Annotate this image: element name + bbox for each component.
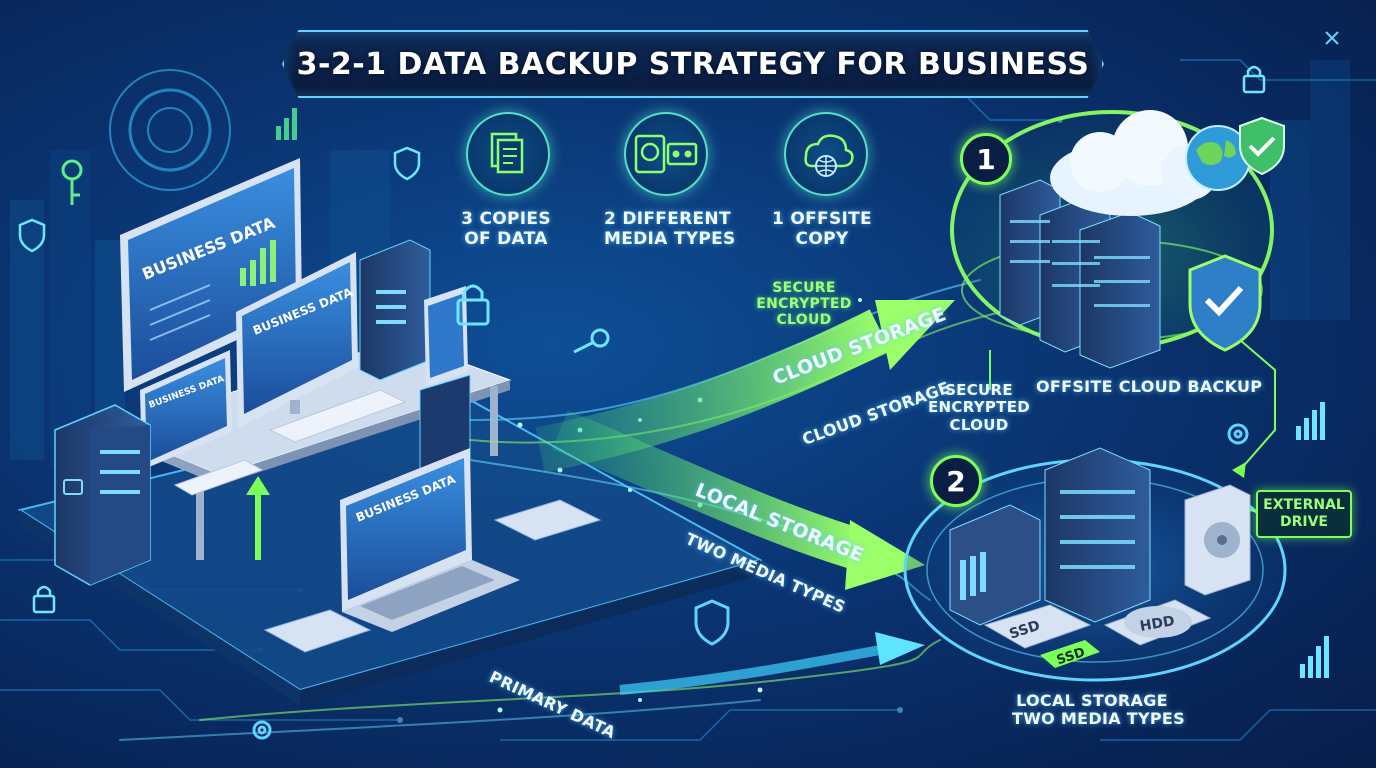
bar-chart-icon-bottom	[1300, 636, 1329, 678]
small-keyboard	[173, 459, 264, 496]
lock-icon-center	[456, 284, 490, 326]
feature-label-1: 3 COPIES OF DATA	[461, 209, 551, 249]
keyboard	[268, 389, 407, 443]
key-icon-left	[61, 159, 83, 205]
floor-server	[54, 404, 151, 586]
primary-data-arrow-body	[619, 645, 881, 695]
lock-icon-right	[1242, 65, 1266, 94]
external-drive-tag: EXTERNAL DRIVE	[1256, 490, 1352, 538]
local-storage-label: LOCAL STORAGE TWO MEDIA TYPES	[1012, 691, 1185, 729]
offsite-cloud-backup-label: OFFSITE CLOUD BACKUP	[1036, 377, 1263, 396]
secure-cloud-label-top: SECURE ENCRYPTED CLOUD	[756, 280, 852, 329]
documents-icon	[466, 112, 550, 196]
cloud-globe-icon	[784, 112, 868, 196]
badge-local: 2	[930, 455, 982, 507]
local-storage-arrow-body	[552, 410, 867, 571]
mid-monitor: BUSINESS DATA	[236, 252, 358, 428]
lock-icon-left	[32, 585, 56, 614]
server-rack	[1044, 447, 1151, 623]
desk-tower	[359, 239, 431, 381]
hard-drive-tape-icon	[624, 112, 708, 196]
local-storage-arrow-head	[845, 520, 925, 590]
laptop: BUSINESS DATA	[340, 448, 520, 632]
key-icon	[573, 328, 610, 354]
cloud-icon	[1050, 110, 1218, 216]
shield-icon-floor	[694, 599, 730, 646]
cloud-storage-arrow-head	[875, 300, 955, 370]
bar-chart-icon	[1296, 402, 1325, 440]
cloud-servers	[999, 179, 1161, 369]
bar-chart-icon-top	[276, 108, 297, 140]
title-banner: 3-2-1 DATA BACKUP STRATEGY FOR BUSINESS	[282, 30, 1104, 98]
ssd-disk: SSD	[983, 604, 1092, 649]
hdd-disk: HDD	[1103, 599, 1212, 646]
gear-icon-bottom	[252, 720, 272, 740]
shield-icon-top	[393, 146, 421, 181]
dome-connector	[1239, 339, 1276, 471]
badge-offsite: 1	[960, 133, 1012, 185]
external-drive-icon	[1184, 484, 1251, 596]
floor-tablet-2	[263, 609, 372, 653]
feature-label-2: 2 DIFFERENT MEDIA TYPES	[604, 209, 736, 249]
svg-text:HDD: HDD	[1139, 613, 1176, 635]
secure-cloud-label-mid: SECURE ENCRYPTED CLOUD	[927, 381, 1031, 434]
background-circuits	[0, 59, 1376, 741]
page-title: 3-2-1 DATA BACKUP STRATEGY FOR BUSINESS	[296, 46, 1090, 82]
big-monitor: BUSINESS DATA	[120, 158, 302, 392]
shield-check-icon	[1239, 116, 1285, 176]
big-shield-icon	[1188, 254, 1262, 352]
shield-icon-left	[18, 218, 46, 253]
nas-box	[949, 504, 1041, 626]
close-icon	[1325, 31, 1339, 45]
feature-label-3: 1 OFFSITE COPY	[772, 209, 872, 249]
gear-icon	[1227, 423, 1249, 445]
floor-tablet-1	[493, 499, 602, 541]
